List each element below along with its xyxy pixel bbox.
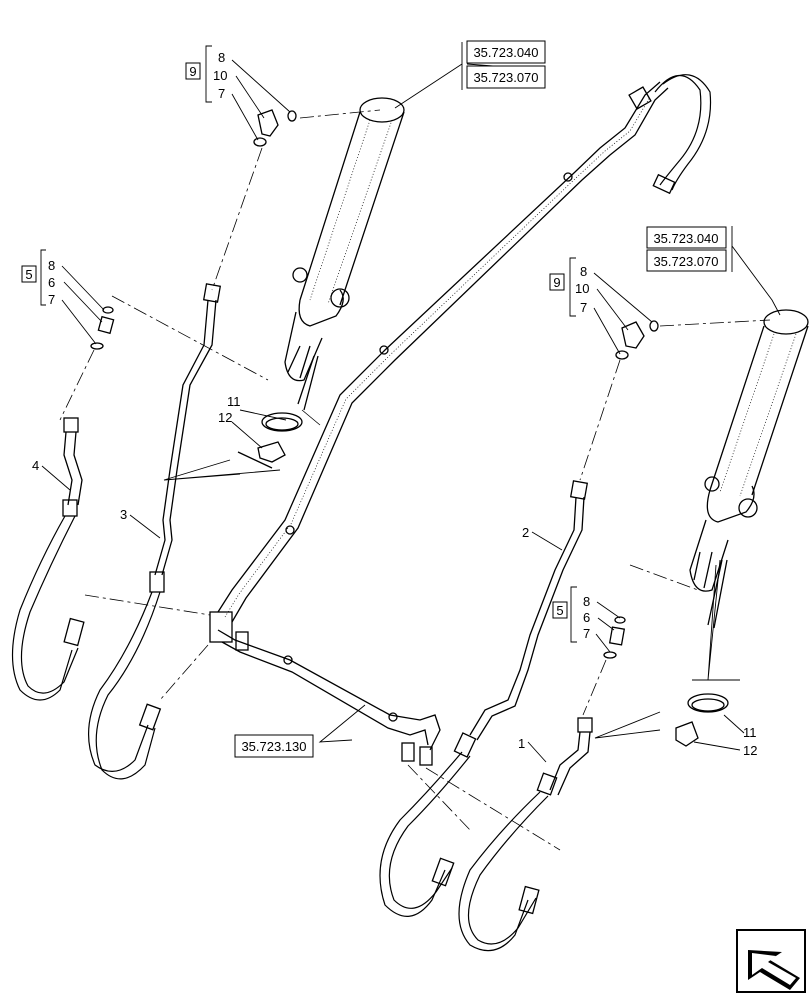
group-top-item-2: 10 xyxy=(213,68,227,83)
lower-right-adapter-fitting xyxy=(603,616,626,659)
ref-box-bottom[interactable]: 35.723.130 xyxy=(234,734,314,758)
left-adapter-fitting xyxy=(90,306,115,350)
ref-label-top-2: 35.723.070 xyxy=(473,70,538,85)
callout-hose-2: 2 xyxy=(522,525,529,540)
callout-12-right: 12 xyxy=(743,743,757,758)
right-cylinder xyxy=(689,309,809,629)
group-top-number: 9 xyxy=(189,64,196,79)
group-top: 9 8 10 7 xyxy=(185,45,227,103)
right-clamp-parts xyxy=(675,693,729,747)
group-left: 5 8 6 7 xyxy=(21,249,55,307)
group-mid-right-number: 9 xyxy=(553,275,560,290)
leader-lines xyxy=(41,59,781,763)
callout-hose-4: 4 xyxy=(32,458,39,473)
callout-hose-1: 1 xyxy=(518,736,525,751)
group-top-item-1: 8 xyxy=(218,50,225,65)
ref-label-right-2: 35.723.070 xyxy=(653,254,718,269)
ref-label-bottom: 35.723.130 xyxy=(241,739,306,754)
group-left-item-1: 8 xyxy=(48,258,55,273)
group-lower-right: 5 8 6 7 xyxy=(552,586,590,643)
left-cylinder xyxy=(284,97,405,426)
group-mid-right-item-3: 7 xyxy=(580,300,587,315)
group-lower-right-item-2: 6 xyxy=(583,610,590,625)
assembly-centre-lines xyxy=(59,109,771,851)
left-clamp-parts xyxy=(237,412,303,469)
group-left-item-3: 7 xyxy=(48,292,55,307)
group-lower-right-item-3: 7 xyxy=(583,626,590,641)
ref-label-top-1: 35.723.040 xyxy=(473,45,538,60)
right-elbow-fitting xyxy=(615,320,659,360)
callout-11-right: 11 xyxy=(743,725,757,740)
hose-2-assembly xyxy=(379,480,589,917)
group-mid-right-item-2: 10 xyxy=(575,281,589,296)
arrow-icon[interactable] xyxy=(736,929,806,993)
ref-box-top[interactable]: 35.723.040 35.723.070 xyxy=(461,40,546,90)
hose-1-assembly xyxy=(458,717,593,952)
bottom-branch-tube xyxy=(209,611,441,766)
group-lower-right-item-1: 8 xyxy=(583,594,590,609)
group-top-item-3: 7 xyxy=(218,86,225,101)
group-lower-right-number: 5 xyxy=(556,603,563,618)
callouts: 11 12 11 12 1 2 3 4 xyxy=(32,394,757,758)
long-steel-tube xyxy=(217,74,712,623)
callout-12-left: 12 xyxy=(218,410,232,425)
group-mid-right: 9 8 10 7 xyxy=(549,257,589,317)
callout-11-left: 11 xyxy=(227,394,241,409)
group-left-number: 5 xyxy=(25,267,32,282)
ref-box-right[interactable]: 35.723.040 35.723.070 xyxy=(646,226,733,272)
callout-hose-3: 3 xyxy=(120,507,127,522)
group-left-item-2: 6 xyxy=(48,275,55,290)
hose-3-assembly xyxy=(87,283,222,780)
group-mid-right-item-1: 8 xyxy=(580,264,587,279)
top-elbow-fitting xyxy=(253,109,297,147)
hose-4-assembly xyxy=(11,417,85,701)
ref-label-right-1: 35.723.040 xyxy=(653,231,718,246)
